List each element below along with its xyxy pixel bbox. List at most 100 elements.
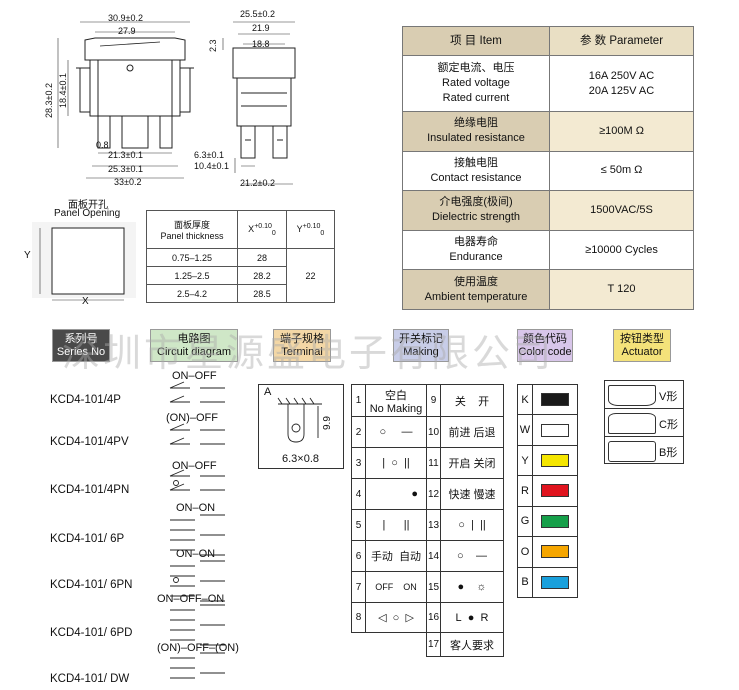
front-view-drawing bbox=[57, 21, 194, 179]
color-code: G bbox=[517, 505, 533, 538]
model-name: KCD4-101/4PN bbox=[50, 484, 130, 496]
param-value-1: 16A 250V AC bbox=[588, 69, 655, 82]
y-head: Y bbox=[296, 223, 303, 234]
param-label-en: Endurance bbox=[449, 251, 503, 264]
making-b1: ● bbox=[411, 488, 418, 500]
color-code: O bbox=[517, 536, 533, 568]
tag-circuit-cn: 电路图 bbox=[177, 333, 211, 345]
actuator-v-icon bbox=[608, 385, 656, 406]
making-no: 11 bbox=[426, 447, 441, 479]
circuit-label: ON–ON bbox=[176, 548, 216, 560]
making-a: 关 bbox=[454, 395, 466, 408]
terminal-height: 9.9 bbox=[322, 416, 333, 430]
color-swatch-cell bbox=[532, 475, 578, 507]
making-a: 前进 bbox=[448, 427, 471, 439]
making-symbol-en: No Making bbox=[369, 402, 423, 415]
param-value: T 120 bbox=[549, 269, 694, 310]
color-swatch bbox=[541, 484, 569, 498]
param-label-cn: 绝缘电阻 bbox=[454, 117, 498, 130]
making-no: 9 bbox=[426, 384, 441, 417]
making-m1: ○ bbox=[391, 457, 398, 469]
making-no: 14 bbox=[426, 540, 441, 572]
dim-front-width-total: 30.9±0.2 bbox=[108, 13, 143, 23]
param-label: 电器寿命 Endurance bbox=[402, 229, 550, 271]
making-b: ☼ bbox=[476, 581, 487, 593]
model-name: KCD4-101/ 6PN bbox=[50, 579, 133, 591]
making-empty bbox=[351, 632, 427, 657]
param-label-cn: 额定电流、电压 bbox=[437, 62, 515, 74]
making-no: 15 bbox=[426, 571, 441, 603]
circuit-label: ON–OFF bbox=[172, 460, 217, 472]
param-label-en2: Rated current bbox=[442, 92, 510, 104]
making-a: 快速 bbox=[448, 489, 471, 501]
x-tol2: 0 bbox=[271, 229, 276, 237]
color-code: K bbox=[517, 383, 533, 416]
company-watermark: 深圳市星源盛电子有限公司 bbox=[62, 331, 555, 375]
thickness-x: 28.2 bbox=[237, 266, 287, 285]
param-label-cn: 电器寿命 bbox=[454, 236, 498, 249]
making-a1: OFF bbox=[375, 582, 394, 592]
making-no: 10 bbox=[426, 416, 441, 448]
actuator-table: V形 C形 B形 bbox=[604, 380, 684, 464]
circuit-label: ON–OFF bbox=[172, 370, 217, 382]
x-head: X bbox=[248, 223, 255, 234]
panel-opening-title-en: Panel Opening bbox=[54, 208, 121, 219]
tag-making-en: Making bbox=[403, 346, 439, 358]
making-no: 16 bbox=[426, 602, 441, 633]
terminal-letter: A bbox=[264, 386, 272, 398]
actuator-label: V形 bbox=[659, 391, 678, 403]
dim-front-width-top: 27.9 bbox=[118, 26, 136, 36]
thickness-header-en: Panel thickness bbox=[160, 231, 224, 241]
actuator-b-icon bbox=[608, 441, 656, 462]
param-label-en: Dielectric strength bbox=[431, 211, 521, 224]
dim-side-width-bottom: 21.2±0.2 bbox=[240, 178, 275, 188]
color-swatch-cell bbox=[532, 566, 578, 599]
making-symbol: 快速 慢速 bbox=[440, 478, 504, 510]
color-table: K W Y R G O B bbox=[517, 383, 578, 599]
thickness-x: 28.5 bbox=[237, 284, 287, 303]
circuit-label: (ON)–OFF bbox=[166, 412, 218, 424]
y-tol: +0.10 bbox=[302, 222, 321, 230]
tag-making-cn: 开关标记 bbox=[399, 333, 443, 345]
tag-series-en: Series No bbox=[56, 346, 106, 358]
model-name: KCD4-101/ 6P bbox=[50, 533, 125, 545]
making-symbol: L ● R bbox=[440, 602, 504, 633]
actuator-row: V形 bbox=[605, 381, 683, 409]
making-b: || bbox=[480, 519, 486, 531]
dim-side-width-a: 21.9 bbox=[252, 23, 270, 33]
actuator-label: C形 bbox=[659, 419, 678, 431]
making-symbol-cn: 空白 bbox=[385, 389, 407, 402]
making-symbol: ● bbox=[365, 478, 427, 510]
making-a: ○ bbox=[458, 519, 465, 531]
making-symbol: 客人要求 bbox=[440, 632, 504, 657]
making-no: 1 bbox=[351, 384, 366, 417]
making-b1: ON bbox=[403, 582, 417, 592]
making-symbol: ○ | || bbox=[440, 509, 504, 541]
param-value: ≥100M Ω bbox=[549, 111, 694, 152]
making-symbol: | ○ || bbox=[365, 447, 427, 479]
param-value: ≥10000 Cycles bbox=[549, 229, 694, 271]
param-value: ≤ 50m Ω bbox=[549, 150, 694, 192]
panel-opening-drawing bbox=[32, 222, 136, 301]
panel-opening-y-label: Y bbox=[24, 250, 31, 261]
dim-front-d-b: 21.3±0.1 bbox=[108, 150, 143, 160]
making-a: ● bbox=[457, 581, 465, 593]
making-symbol: 开启 关闭 bbox=[440, 447, 504, 479]
thickness-x: 28 bbox=[237, 248, 287, 267]
terminal-size: 6.3×0.8 bbox=[282, 453, 320, 465]
making-b: R bbox=[480, 611, 489, 624]
y-tol2: 0 bbox=[320, 229, 325, 237]
actuator-row: C形 bbox=[605, 409, 683, 437]
making-symbol: ○ — bbox=[365, 416, 427, 448]
making-b: 关闭 bbox=[473, 458, 496, 470]
panel-opening-title-cn: 面板开孔 bbox=[68, 200, 108, 211]
param-label-cn: 介电强度(极间) bbox=[439, 196, 513, 209]
making-a: ○ bbox=[457, 550, 464, 562]
color-swatch bbox=[541, 514, 569, 528]
